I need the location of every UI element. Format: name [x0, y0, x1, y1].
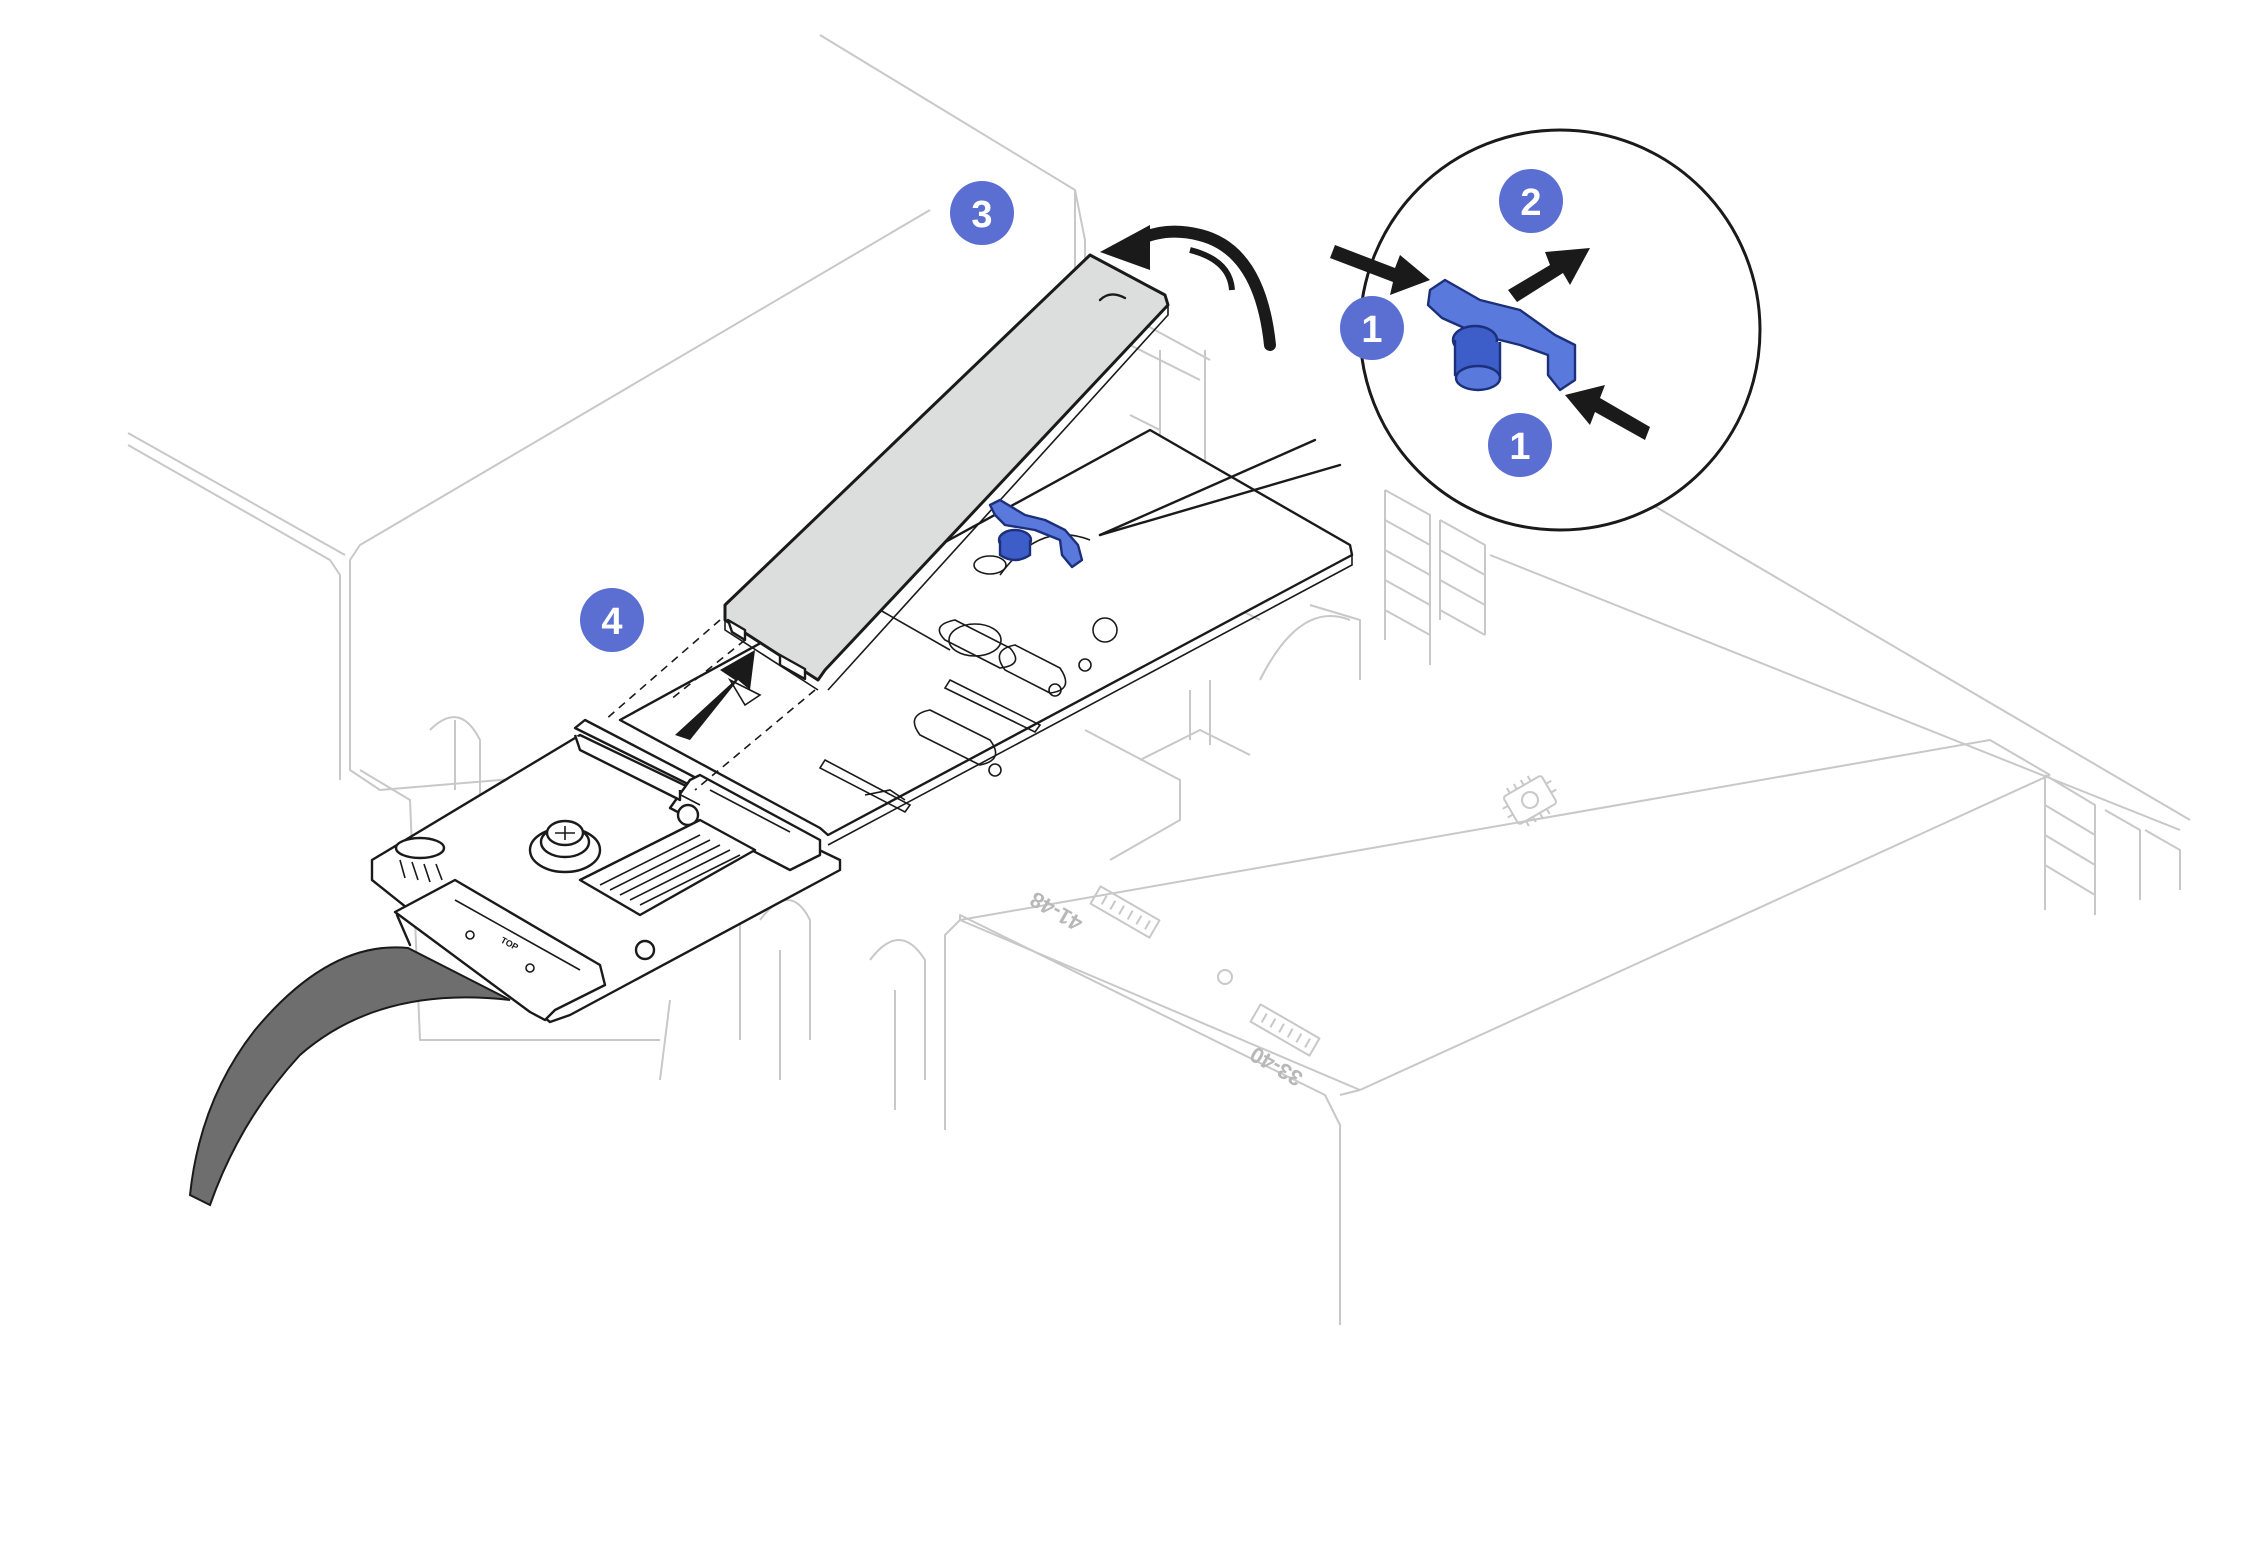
arrow-icon [675, 650, 755, 740]
svg-text:3: 3 [971, 194, 992, 236]
detail-callout [1098, 128, 1762, 537]
dimm-slot-label-left: 41-48 [1026, 887, 1087, 937]
retainer-clip-detail [1426, 278, 1577, 392]
arrow-icon [1508, 248, 1590, 302]
m2-adapter-tray: TOP [188, 428, 1354, 1207]
m2-cable [188, 946, 511, 1207]
adapter-chip [578, 818, 757, 917]
callout-badge-1a: 1 [1340, 296, 1404, 360]
guide-line-right [694, 689, 816, 791]
dimm-icon [1249, 1003, 1321, 1057]
callout-badge-1b: 1 [1488, 413, 1552, 477]
guide-line-mid [669, 639, 746, 701]
arrow-icon [1565, 385, 1650, 440]
callout-badge-3: 3 [950, 181, 1014, 245]
svg-text:1: 1 [1361, 309, 1382, 351]
board-screw [528, 819, 602, 874]
chassis-screw [1217, 969, 1233, 985]
callout-badge-2: 2 [1499, 169, 1563, 233]
callout-badge-4: 4 [580, 588, 644, 652]
fan-fins-right [2044, 774, 2181, 915]
cable-connector [393, 878, 607, 1022]
processor-icon [1502, 775, 1557, 827]
svg-text:1: 1 [1509, 426, 1530, 468]
svg-text:2: 2 [1520, 182, 1541, 224]
retainer-clip [988, 498, 1084, 569]
dimm-icon [1089, 885, 1161, 939]
tray-plate [618, 428, 1354, 837]
rotate-arrow-icon [1100, 225, 1276, 351]
fan-fins-top [1384, 489, 1486, 665]
m2-drive [723, 253, 1170, 691]
guide-line-left [604, 619, 721, 721]
svg-text:4: 4 [601, 601, 622, 643]
arrow-icon [1330, 245, 1430, 295]
chassis-background: 41-48 33-40 [127, 34, 2191, 1325]
